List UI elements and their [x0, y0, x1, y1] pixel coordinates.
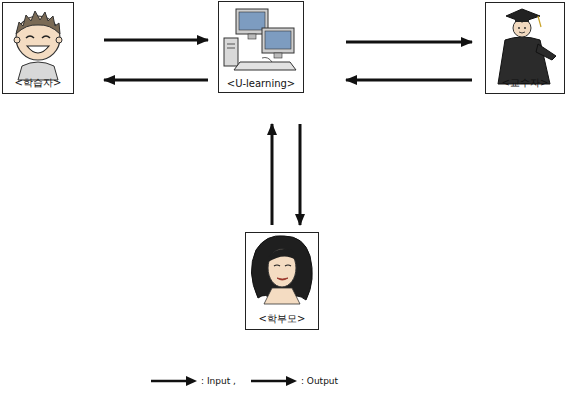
legend-arrow-head	[286, 376, 297, 386]
instructor-box: <교수자>	[485, 2, 565, 94]
legend-entry: : Input ,	[150, 376, 236, 386]
parent-figure	[251, 236, 312, 304]
node-caption: <학습자>	[3, 76, 73, 90]
flow-arrow	[346, 79, 472, 82]
legend-text: : Input ,	[201, 376, 236, 386]
flow-arrow	[104, 79, 208, 82]
computer-figure	[224, 9, 296, 70]
node-caption: <학부모>	[246, 312, 318, 326]
flow-arrow	[346, 41, 472, 44]
legend-arrow-head	[186, 376, 197, 386]
legend-arrow-line	[251, 380, 288, 383]
legend-arrow-line	[151, 380, 188, 383]
flow-arrow	[299, 124, 302, 225]
learner-figure	[14, 11, 62, 80]
legend-arrow-sample	[150, 376, 198, 386]
system-box: <U-learning>	[218, 1, 304, 93]
instructor-figure	[498, 9, 556, 84]
legend-entry: : Output	[250, 376, 338, 386]
node-caption: <U-learning>	[219, 78, 303, 89]
legend-text: : Output	[301, 376, 338, 386]
node-caption: <교수자>	[486, 76, 564, 90]
legend-arrow-sample	[250, 376, 298, 386]
flow-arrow	[271, 124, 274, 225]
learner-box: <학습자>	[2, 2, 74, 94]
legend: : Input , : Output	[150, 376, 352, 386]
parent-box: <학부모>	[245, 232, 319, 330]
flow-arrow	[104, 39, 208, 42]
